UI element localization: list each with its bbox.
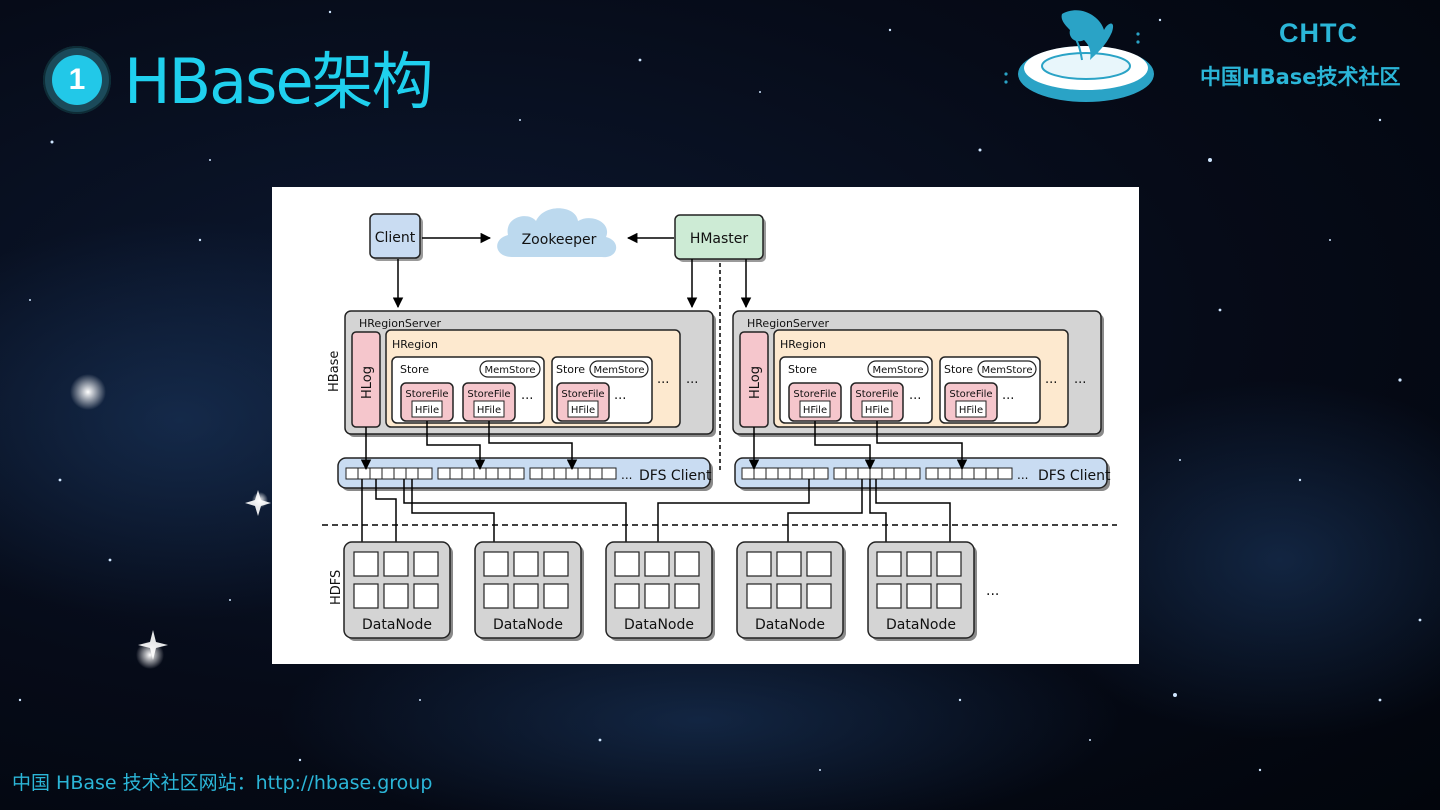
ellipsis: ...: [1045, 372, 1057, 387]
page-title: HBase架构: [124, 45, 434, 118]
hmaster-box: HMaster: [674, 214, 766, 262]
datanode-label: DataNode: [493, 617, 563, 633]
ellipsis: ...: [521, 388, 533, 403]
store-label: Store: [788, 363, 817, 376]
datanode-label: DataNode: [624, 617, 694, 633]
ellipsis: ...: [686, 372, 698, 387]
hfile-label: HFile: [571, 405, 595, 416]
memstore-label: MemStore: [485, 365, 536, 376]
ellipsis: ...: [1074, 372, 1086, 387]
memstore-label: MemStore: [873, 365, 924, 376]
footer-website: 中国 HBase 技术社区网站：http://hbase.group: [12, 772, 433, 794]
ellipsis: ...: [657, 372, 669, 387]
region-server-label: HRegionServer: [747, 317, 829, 330]
hfile-label: HFile: [803, 405, 827, 416]
dfs-client-bar-left: ... DFS Client: [337, 457, 713, 491]
storefile-label: StoreFile: [793, 389, 836, 400]
store-label: Store: [556, 363, 585, 376]
chtc-logo-icon: [1004, 10, 1154, 102]
storefile-label: StoreFile: [467, 389, 510, 400]
storefile-label: StoreFile: [405, 389, 448, 400]
datanode-label: DataNode: [362, 617, 432, 633]
hbase-architecture-diagram: Client Zookeeper HMaster HBase HDFS HReg…: [272, 187, 1139, 664]
brand-subtitle: 中国HBase技术社区: [1200, 65, 1401, 89]
dfs-client-label: DFS Client: [639, 468, 712, 484]
datanode-5: DataNode: [867, 541, 977, 641]
datanode-3: DataNode: [605, 541, 715, 641]
ellipsis: ...: [1002, 388, 1014, 403]
datanode-2: DataNode: [474, 541, 584, 641]
ellipsis: ...: [909, 388, 921, 403]
dfs-ellipsis: ...: [621, 468, 632, 482]
hbase-side-label: HBase: [327, 351, 342, 392]
storefile-label: StoreFile: [855, 389, 898, 400]
storefile-label: StoreFile: [949, 389, 992, 400]
zookeeper-label: Zookeeper: [522, 232, 597, 248]
store-label: Store: [400, 363, 429, 376]
datanode-4: DataNode: [736, 541, 846, 641]
memstore-label: MemStore: [594, 365, 645, 376]
memstore-label: MemStore: [982, 365, 1033, 376]
store-label: Store: [944, 363, 973, 376]
datanode-label: DataNode: [755, 617, 825, 633]
hlog-label: HLog: [360, 366, 375, 399]
hdfs-side-label: HDFS: [329, 570, 344, 605]
datanode-ellipsis: ...: [986, 583, 999, 599]
client-box: Client: [369, 213, 423, 261]
hregion-label: HRegion: [392, 338, 438, 351]
dfs-client-bar-right: ... DFS Client: [734, 457, 1111, 491]
storefile-label: StoreFile: [561, 389, 604, 400]
brand-name: CHTC: [1279, 18, 1358, 48]
region-server-right: HRegionServer HLog HRegion Store MemStor…: [732, 310, 1104, 437]
datanode-label: DataNode: [886, 617, 956, 633]
hregion-label: HRegion: [780, 338, 826, 351]
ellipsis: ...: [614, 388, 626, 403]
hmaster-label: HMaster: [690, 231, 749, 247]
hfile-label: HFile: [477, 405, 501, 416]
zookeeper-cloud: Zookeeper: [497, 208, 617, 258]
dfs-ellipsis: ...: [1017, 468, 1028, 482]
section-number-badge: 1: [43, 46, 111, 114]
hfile-label: HFile: [415, 405, 439, 416]
region-server-left: HRegionServer HLog HRegion Store MemStor…: [344, 310, 716, 437]
hlog-label: HLog: [748, 366, 763, 399]
region-server-label: HRegionServer: [359, 317, 441, 330]
hfile-label: HFile: [959, 405, 983, 416]
dfs-client-label: DFS Client: [1038, 468, 1111, 484]
datanode-1: DataNode: [343, 541, 453, 641]
client-label: Client: [375, 230, 416, 246]
section-number: 1: [52, 55, 102, 105]
hfile-label: HFile: [865, 405, 889, 416]
